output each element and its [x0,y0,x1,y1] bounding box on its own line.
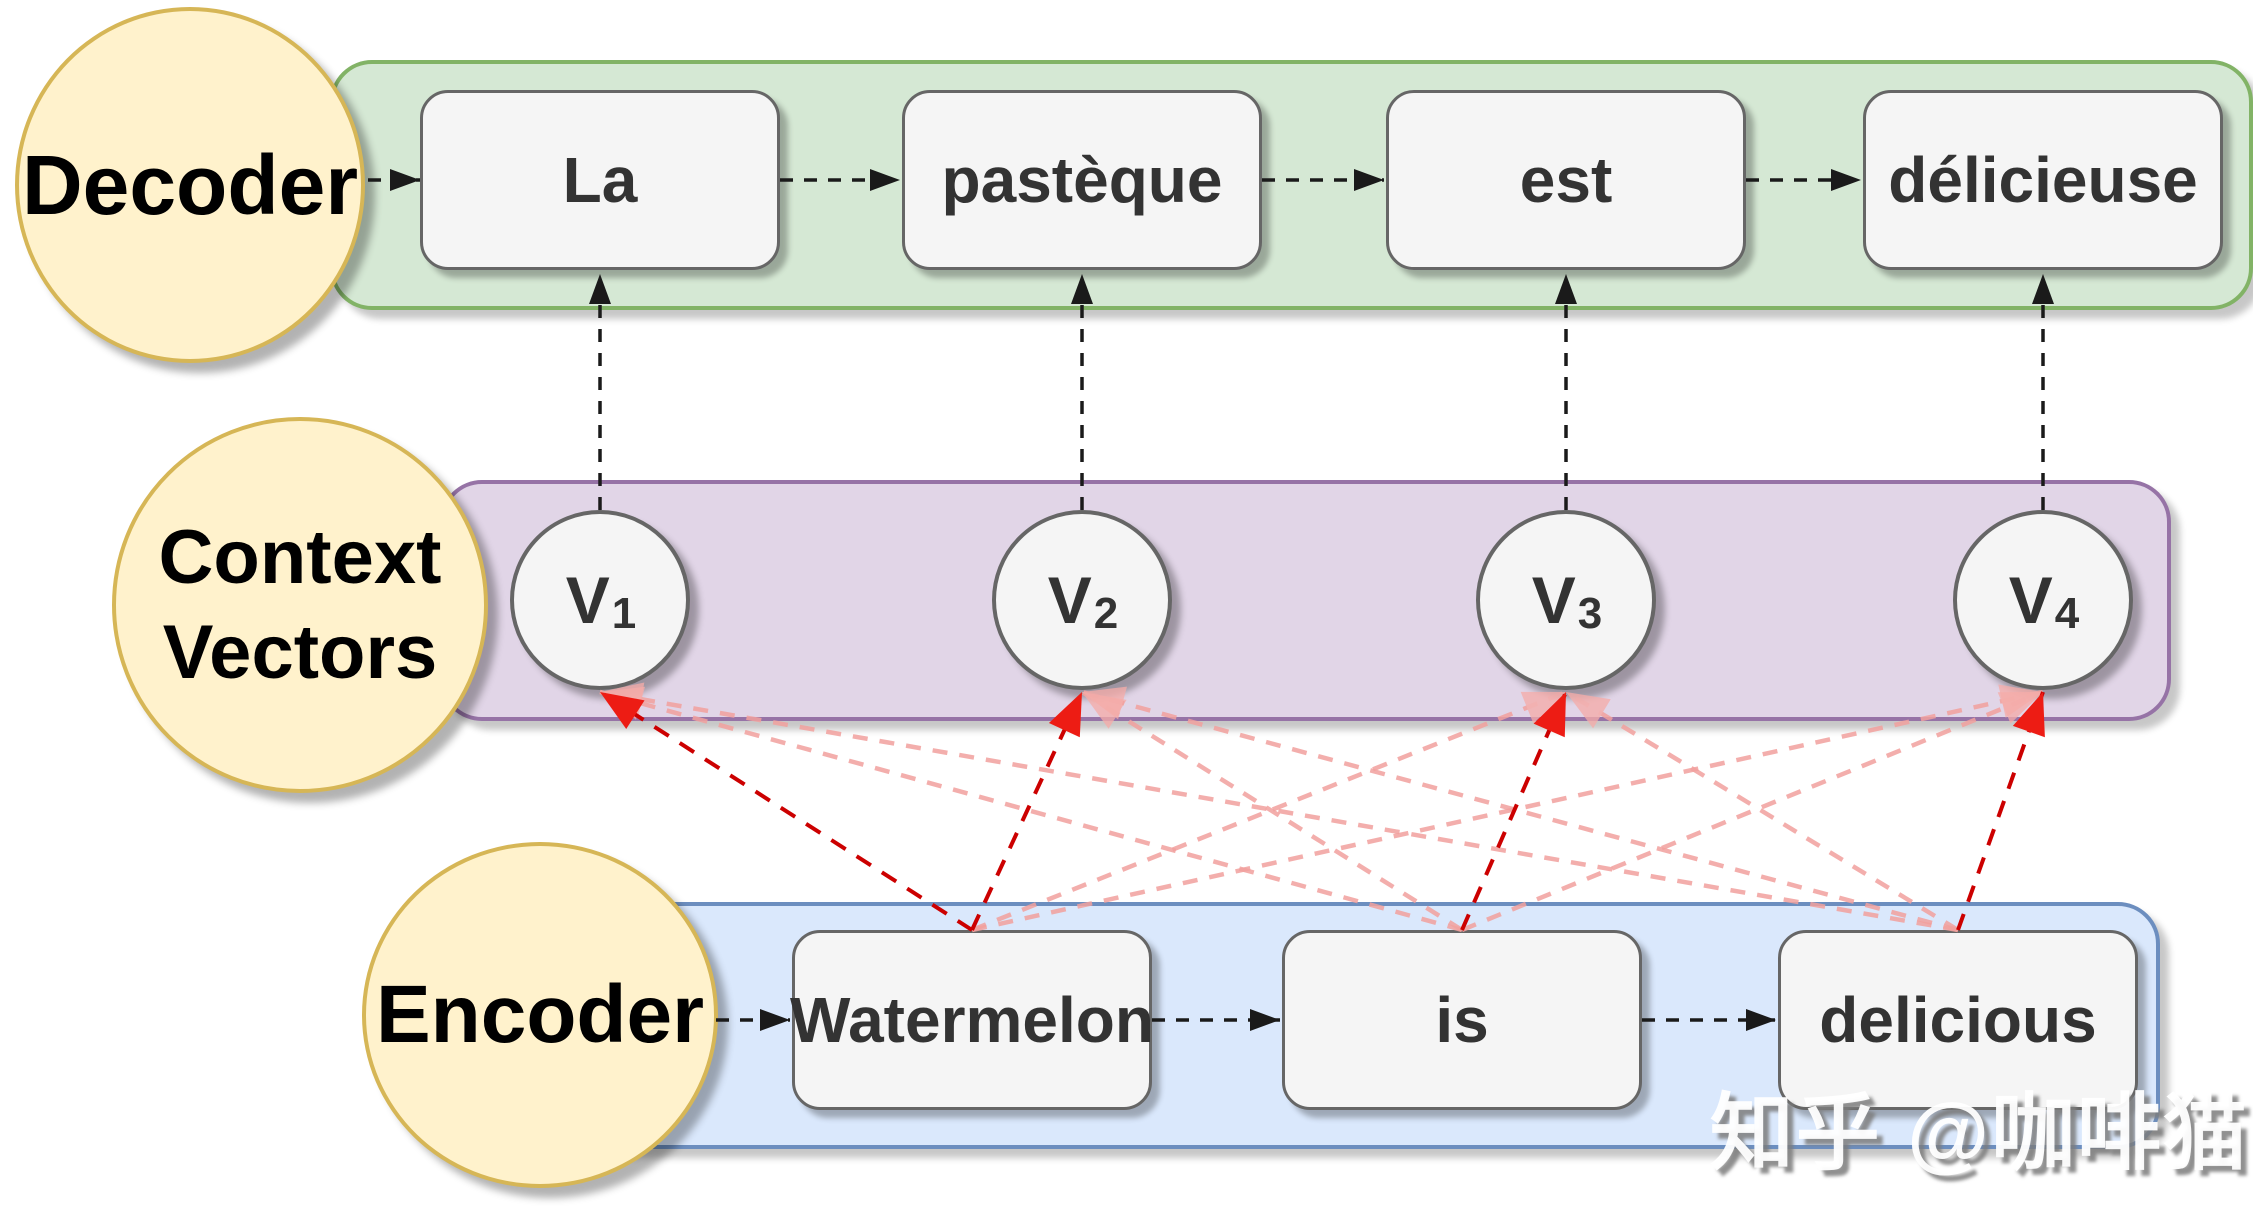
v1-base: V [565,563,610,637]
context-label-line1: Context [158,515,442,600]
attention-weak-Watermelon-to-V4 [971,684,2044,933]
encoder-label-ellipse: Encoder [362,842,718,1188]
encoder-token-is: is [1282,930,1642,1110]
decoder-token-la: La [420,90,780,270]
attention-weak-delicious-to-V3 [1564,690,1960,932]
attention-weak-Watermelon-to-V3 [971,689,1567,933]
encoder-token-delicious: delicious [1778,930,2138,1110]
attention-strong-is-to-V3 [1460,691,1568,931]
attention-weak-is-to-V2 [1080,690,1464,932]
decoder-label-ellipse: Decoder [15,7,365,363]
context-vectors-band [440,480,2171,721]
attention-weak-is-to-V4 [1461,689,2044,933]
watermark: 知乎 @咖啡猫 [1709,1086,2249,1180]
v3-base: V [1531,563,1576,637]
attention-strong-Watermelon-to-V2 [970,691,1084,931]
encoder-token-watermelon: Watermelon [790,930,1154,1110]
v2-base: V [1047,563,1092,637]
context-vectors-label-ellipse: Context Vectors [112,417,488,793]
attention-weak-delicious-to-V1 [599,682,1959,933]
v4-base: V [2008,563,2053,637]
decoder-token-pasteque: pastèque [902,90,1262,270]
attention-strong-delicious-to-V4 [1956,691,2045,931]
decoder-token-delicieuse: délicieuse [1863,90,2223,270]
attention-lines-group [598,682,2045,933]
encoder-label: Encoder [375,969,705,1060]
attention-weak-is-to-V1 [599,686,1463,933]
decoder-token-est: est [1386,90,1746,270]
decoder-label: Decoder [21,137,359,232]
attention-weak-delicious-to-V2 [1081,686,1959,933]
context-label-line2: Vectors [162,610,438,695]
